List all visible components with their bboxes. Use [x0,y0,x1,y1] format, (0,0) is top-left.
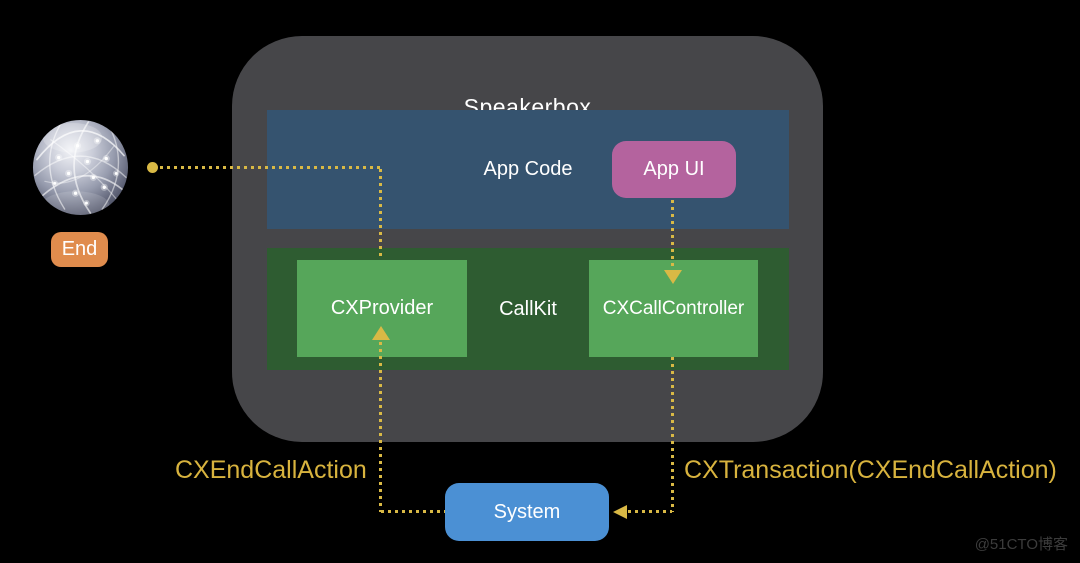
callkit-layer: CallKit CXProvider CXCallController [267,248,789,370]
connector-globe-to-provider [379,169,382,259]
globe-connector-origin-dot [147,162,158,173]
system-box: System [445,483,609,541]
connector-system-to-provider-vertical [379,342,382,512]
network-globe-icon [31,118,130,217]
arrow-down-icon [664,270,682,284]
app-code-label: App Code [483,158,573,180]
cx-call-controller-label: CXCallController [602,297,745,319]
arrow-up-icon [372,326,390,340]
cx-transaction-label: CXTransaction(CXEndCallAction) [684,456,1057,484]
connector-appui-to-controller [671,200,674,269]
watermark: @51CTO博客 [974,536,1068,553]
speakerbox-container: Speakerbox App Code App UI CallKit CXPro… [232,36,823,442]
connector-controller-to-system-vertical [671,357,674,512]
connector-system-to-provider-horizontal [381,510,445,513]
end-call-badge: End [51,232,108,267]
cx-call-controller-box: CXCallController [589,260,758,357]
end-call-badge-label: End [61,238,98,260]
callkit-label: CallKit [499,297,557,320]
cx-provider-box: CXProvider [297,260,467,357]
cx-end-call-action-label: CXEndCallAction [175,456,367,484]
cx-provider-label: CXProvider [330,297,434,319]
system-label: System [493,500,561,523]
arrow-left-icon [613,505,627,519]
app-ui-label: App UI [643,158,705,180]
connector-controller-to-system-horizontal [628,510,672,513]
app-ui-box: App UI [612,141,736,198]
app-code-layer: App Code App UI [267,110,789,229]
connector-globe-horizontal [160,166,380,169]
